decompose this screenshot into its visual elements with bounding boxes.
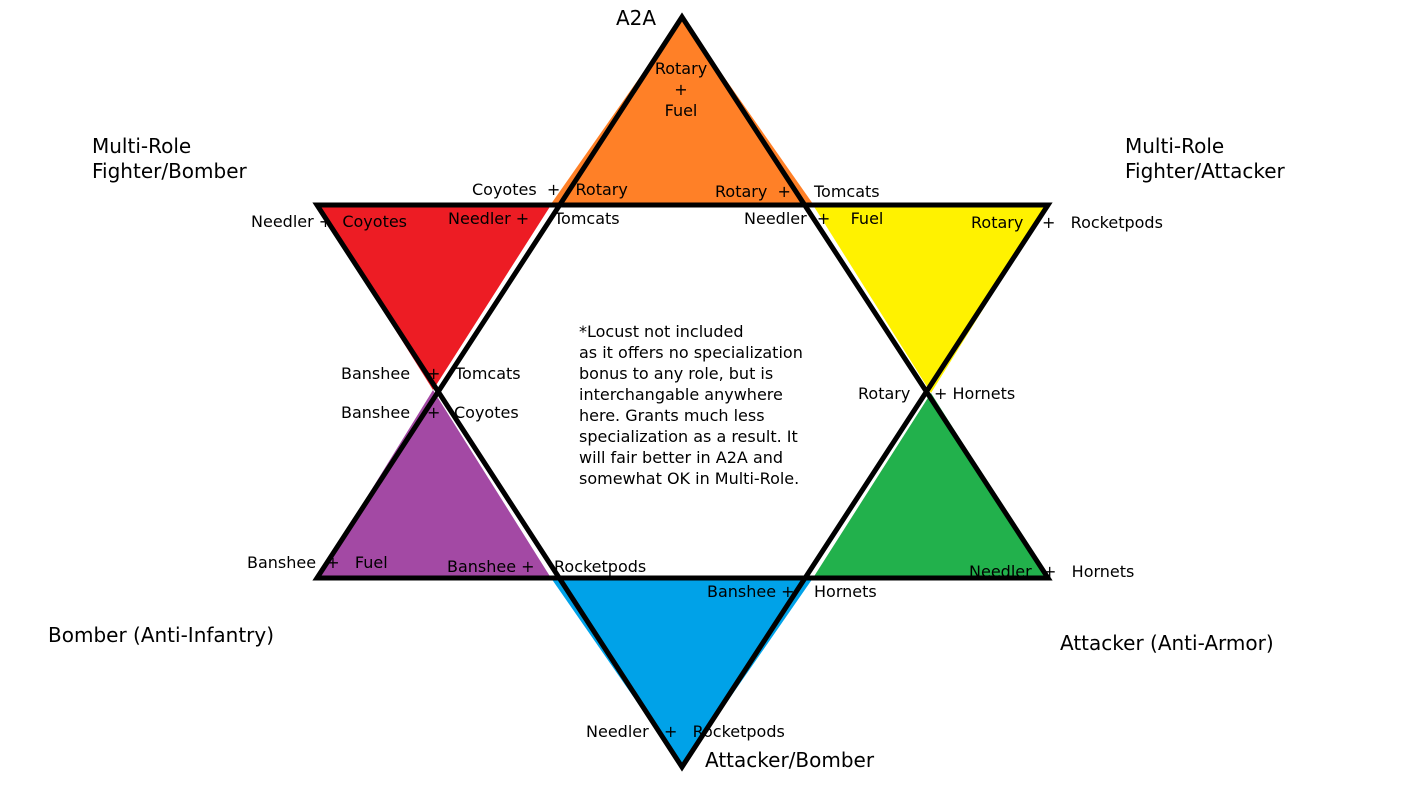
combo-rotary-hornets-a: Rotary [858, 384, 911, 403]
role-label-multi-role-fighter-bomber-line2: Fighter/Bomber [92, 159, 247, 183]
combo-needler-tomcats-b: Tomcats [554, 209, 620, 228]
combo-top-part-b: Fuel [664, 101, 698, 120]
combo-needler-coyotes: Needler + Coyotes [251, 212, 408, 231]
attacker-bomber-triangle [551, 578, 813, 767]
note-line: *Locust not included [579, 322, 744, 341]
combo-banshee-coyotes-plus: + [427, 403, 441, 422]
combo-banshee-fuel: Banshee + Fuel [247, 553, 388, 572]
bomber-anti-infantry-triangle [317, 390, 551, 578]
note-line: will fair better in A2A and [579, 448, 784, 467]
combo-needler-rocketpods: Needler + Rocketpods [586, 722, 785, 741]
attacker-anti-armor-triangle [813, 393, 1048, 578]
note-line: somewhat OK in Multi-Role. [579, 469, 800, 488]
note-line: interchangable anywhere [579, 385, 783, 404]
multi-role-fighter-attacker-triangle [813, 205, 1048, 393]
downward-triangle-outline [312, 202, 1053, 772]
note-line: here. Grants much less [579, 406, 765, 425]
combo-rotary-rocketpods-b: + Rocketpods [1042, 213, 1163, 232]
note-line: as it offers no specialization [579, 343, 803, 362]
role-label-attacker-anti-armor: Attacker (Anti-Armor) [1060, 631, 1274, 655]
upward-triangle-outline [312, 12, 1053, 581]
combo-coyotes-rotary: Coyotes + Rotary [472, 180, 628, 199]
combo-banshee-rocketpods-b: Rocketpods [554, 557, 647, 576]
combo-rotary-tomcats-a: Rotary + [715, 182, 791, 201]
combo-rotary-tomcats-b: Tomcats [814, 182, 880, 201]
combo-needler-tomcats-a: Needler + [448, 209, 530, 228]
combo-banshee-coyotes-a: Banshee [341, 403, 411, 422]
note-line: bonus to any role, but is [579, 364, 774, 383]
combo-banshee-rocketpods-a: Banshee + [447, 557, 535, 576]
combo-needler-fuel: Needler + Fuel [744, 209, 884, 228]
role-label-a2a: A2A [616, 6, 657, 30]
combo-rotary-hornets-b: + Hornets [934, 384, 1016, 403]
role-label-multi-role-fighter-attacker-line2: Fighter/Attacker [1125, 159, 1285, 183]
role-label-multi-role-fighter-bomber-line1: Multi-Role [92, 134, 192, 158]
combo-rotary-rocketpods-a: Rotary [971, 213, 1024, 232]
role-label-bomber-anti-infantry: Bomber (Anti-Infantry) [48, 623, 275, 647]
combo-banshee-tomcats-plus: + [427, 364, 441, 383]
combo-needler-hornets-a: Needler [969, 562, 1032, 581]
combo-top-part-a: Rotary [654, 59, 708, 78]
combo-banshee-hornets-b: Hornets [814, 582, 877, 601]
role-label-attacker-bomber: Attacker/Bomber [705, 748, 875, 772]
combo-banshee-tomcats-a: Banshee [341, 364, 411, 383]
note-line: specialization as a result. It [579, 427, 798, 446]
combo-banshee-coyotes-b: Coyotes [454, 403, 519, 422]
combo-banshee-tomcats-b: Tomcats [455, 364, 521, 383]
combo-top-plus: + [674, 80, 688, 99]
multi-role-fighter-bomber-triangle [317, 205, 551, 390]
a2a-triangle [551, 17, 813, 204]
combo-banshee-hornets-a: Banshee + [707, 582, 795, 601]
combo-needler-hornets-b: + Hornets [1043, 562, 1135, 581]
role-label-multi-role-fighter-attacker-line1: Multi-Role [1125, 134, 1225, 158]
locust-note: *Locust not included as it offers no spe… [579, 321, 803, 489]
